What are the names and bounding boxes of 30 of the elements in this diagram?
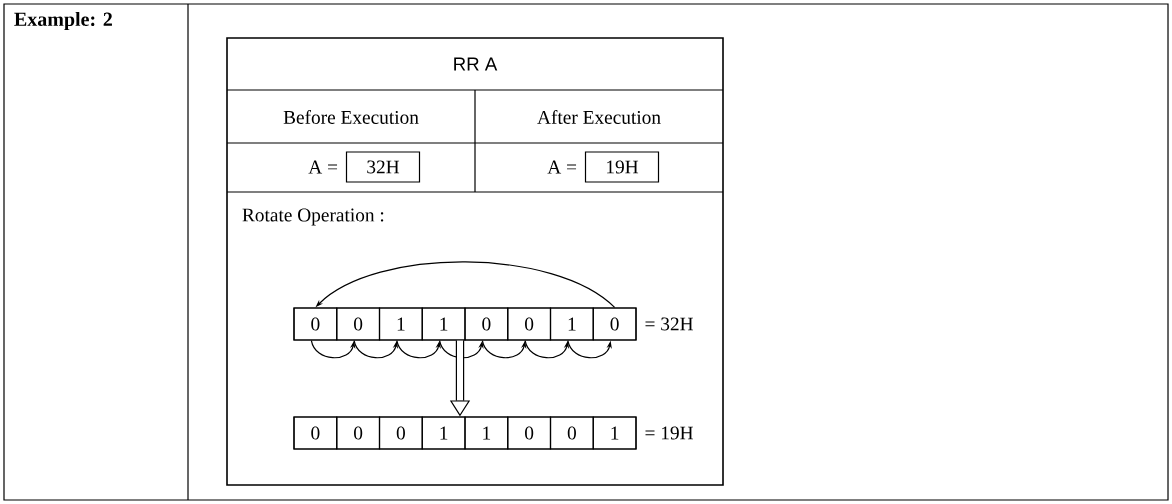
bit-cell: 0 bbox=[293, 416, 338, 450]
arrow bbox=[567, 340, 612, 359]
bit-cell: 0 bbox=[592, 307, 637, 341]
bit-cell: 1 bbox=[378, 307, 423, 341]
label-text: RR A bbox=[454, 57, 498, 71]
register-value: = 19H bbox=[645, 426, 693, 440]
bit-cell: 1 bbox=[592, 416, 637, 450]
bit-cell: 0 bbox=[507, 416, 552, 450]
label-text: Before Execution bbox=[283, 110, 419, 124]
bit-cell: 1 bbox=[421, 416, 466, 450]
bit-cell: 1 bbox=[464, 416, 509, 450]
value-box: 19H bbox=[584, 151, 660, 183]
bit-cell: 0 bbox=[549, 416, 594, 450]
register-name: A = bbox=[547, 160, 577, 174]
bit-cell: 1 bbox=[421, 307, 466, 341]
bit-cell: 1 bbox=[549, 307, 594, 341]
bit-cell: 0 bbox=[336, 307, 381, 341]
bit-cell: 0 bbox=[293, 307, 338, 341]
label-text: Example: 2 bbox=[14, 11, 112, 31]
label-text: After Execution bbox=[537, 110, 661, 124]
bit-cell: 0 bbox=[464, 307, 509, 341]
label-text: Rotate Operation : bbox=[242, 208, 384, 226]
arrow bbox=[439, 340, 484, 359]
bit-cell: 0 bbox=[507, 307, 552, 341]
arrow bbox=[396, 340, 441, 359]
register-name: A = bbox=[308, 160, 338, 174]
bit-cell: 0 bbox=[378, 416, 423, 450]
bit-cell: 0 bbox=[336, 416, 381, 450]
register-value: = 32H bbox=[645, 317, 693, 331]
value-box: 32H bbox=[345, 151, 421, 183]
